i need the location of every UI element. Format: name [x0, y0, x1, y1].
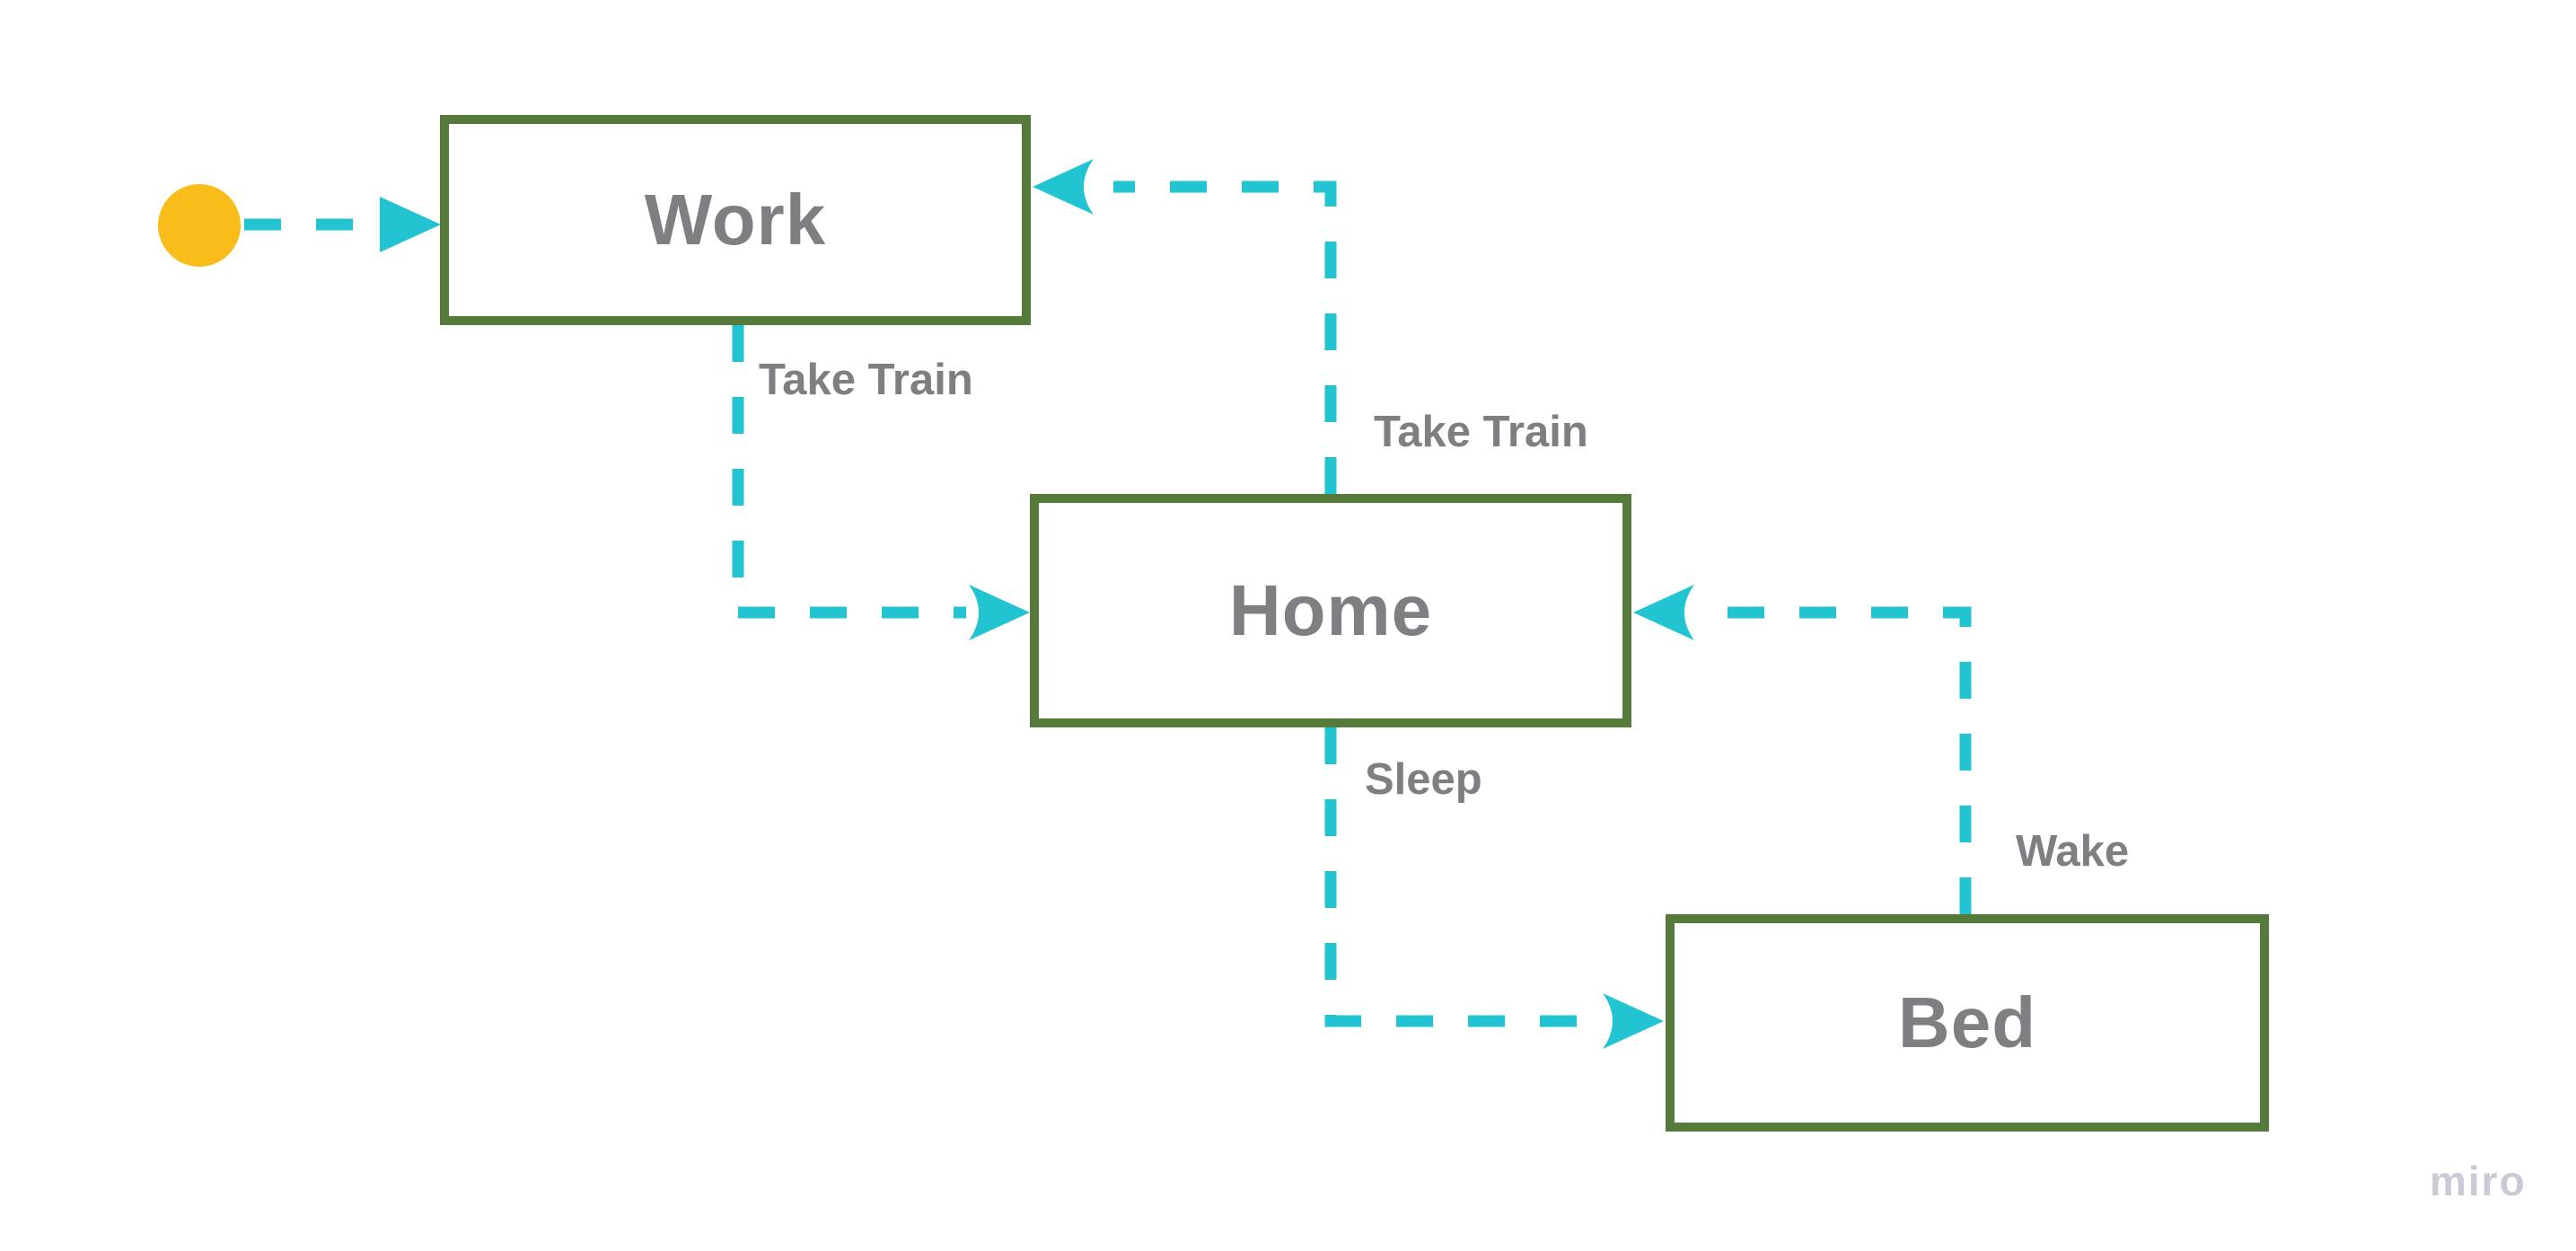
state-node-label-bed: Bed [1897, 982, 2037, 1062]
miro-watermark: miro [2430, 1158, 2527, 1204]
arrowhead-home-to-bed [1603, 993, 1664, 1049]
state-node-bed[interactable]: Bed [1666, 914, 2269, 1132]
edge-label-home-to-bed[interactable]: Sleep [1365, 755, 1482, 804]
edge-label-work-to-home[interactable]: Take Train [759, 356, 973, 404]
edge-label-home-to-work[interactable]: Take Train [1374, 408, 1588, 456]
state-node-label-home: Home [1228, 570, 1433, 650]
edge-bed-to-home[interactable] [1700, 606, 1972, 914]
state-node-label-work: Work [644, 180, 827, 260]
arrowhead-start-to-work [380, 197, 441, 252]
edge-home-to-work[interactable] [1113, 181, 1337, 494]
arrowhead-home-to-work [1033, 159, 1094, 215]
arrowhead-work-to-home [969, 585, 1030, 640]
state-node-work[interactable]: Work [440, 115, 1031, 325]
state-node-home[interactable]: Home [1030, 494, 1631, 727]
edge-label-bed-to-home[interactable]: Wake [2016, 827, 2130, 876]
start-state-dot[interactable] [158, 184, 241, 267]
edge-work-to-home[interactable] [732, 325, 966, 619]
arrowhead-bed-to-home [1633, 585, 1694, 640]
edge-home-to-bed[interactable] [1324, 727, 1600, 1027]
